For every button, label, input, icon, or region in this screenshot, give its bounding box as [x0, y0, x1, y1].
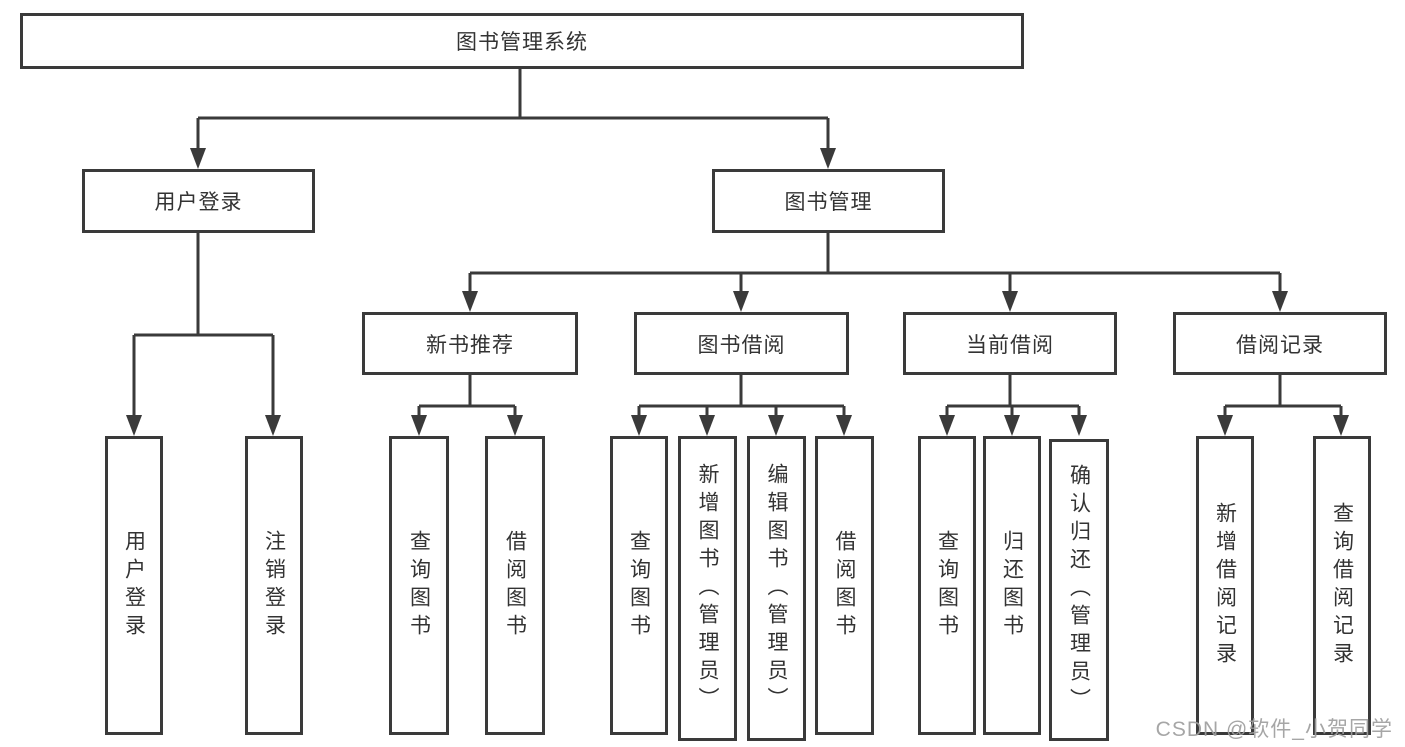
leaf-return-books: 归还图书 — [983, 436, 1041, 735]
leaf-query-books-recommend: 查询图书 — [389, 436, 449, 735]
leaf-borrow-books: 借阅图书 — [815, 436, 874, 735]
leaf-query-books-borrow: 查询图书 — [610, 436, 668, 735]
leaf-add-borrow-record: 新增借阅记录 — [1196, 436, 1254, 735]
leaf-query-borrow-record: 查询借阅记录 — [1313, 436, 1371, 735]
node-user-login: 用户登录 — [82, 169, 315, 233]
leaf-user-login: 用户登录 — [105, 436, 163, 735]
leaf-add-books-admin: 新增图书（管理员） — [678, 436, 737, 741]
csdn-watermark: CSDN @软件_小贺同学 — [1155, 718, 1393, 741]
connector-edges — [132, 68, 1343, 418]
node-library-management-system: 图书管理系统 — [20, 13, 1024, 69]
leaf-confirm-return-admin: 确认归还（管理员） — [1049, 439, 1109, 741]
node-borrowing-records: 借阅记录 — [1173, 312, 1387, 375]
leaf-edit-books-admin: 编辑图书（管理员） — [747, 436, 806, 741]
node-new-book-recommendation: 新书推荐 — [362, 312, 578, 375]
arrow-down-icon — [126, 148, 1349, 436]
leaf-logout: 注销登录 — [245, 436, 303, 735]
leaf-borrow-books-recommend: 借阅图书 — [485, 436, 545, 735]
node-book-management: 图书管理 — [712, 169, 945, 233]
node-book-borrowing: 图书借阅 — [634, 312, 849, 375]
leaf-query-books-current: 查询图书 — [918, 436, 976, 735]
node-current-borrowing: 当前借阅 — [903, 312, 1117, 375]
